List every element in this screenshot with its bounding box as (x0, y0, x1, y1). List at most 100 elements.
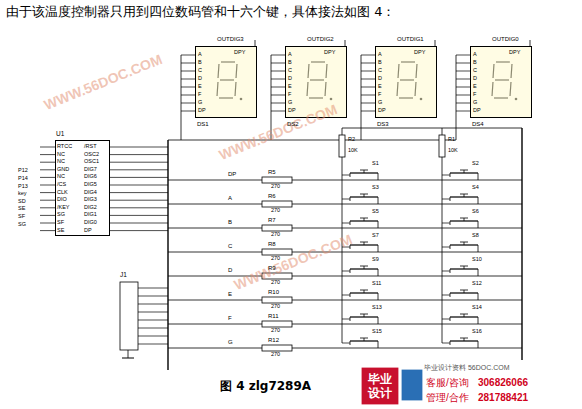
pin-name: E (378, 84, 382, 90)
wire (292, 228, 522, 229)
wire (364, 242, 365, 245)
wire (360, 170, 368, 171)
wire (271, 63, 285, 64)
wire (110, 185, 168, 186)
pin-name: NC (57, 159, 65, 165)
pin-name: A (473, 52, 477, 58)
wire (40, 192, 55, 193)
wire (110, 177, 168, 178)
wire (128, 350, 129, 358)
wire (464, 194, 465, 197)
wire (110, 154, 168, 155)
wire (361, 95, 375, 96)
wire (361, 103, 375, 104)
key-name: S12 (472, 281, 482, 287)
wire (292, 324, 522, 325)
wire (342, 199, 350, 200)
wire (456, 103, 470, 104)
resistor-value: 270 (271, 232, 280, 238)
pin-name: GND (57, 167, 69, 173)
pin-name: DP (198, 108, 206, 114)
pin-name: DIG3 (84, 197, 97, 203)
net-label: G (228, 339, 233, 345)
wire (342, 319, 350, 320)
net-label: E (228, 291, 232, 297)
part-name: DS1 (197, 121, 209, 127)
key-name: S16 (472, 329, 482, 335)
wire (110, 215, 168, 216)
part-name: R5 (268, 169, 276, 175)
signal-name: SG (18, 222, 26, 228)
resistor-symbol (339, 135, 345, 157)
wire (442, 175, 450, 176)
wire (442, 223, 450, 224)
wire (138, 328, 168, 329)
wire (450, 173, 451, 177)
wire (478, 173, 479, 180)
wire (138, 312, 168, 313)
pin-name: DIG2 (84, 205, 97, 211)
wire (450, 221, 451, 225)
pin-name: F (473, 92, 476, 98)
signal-name: SF (18, 214, 25, 220)
wire (364, 266, 365, 269)
resistor-symbol (262, 201, 292, 207)
wire (168, 180, 262, 181)
wire (464, 170, 465, 173)
wire (168, 252, 262, 253)
wire (460, 290, 468, 291)
key-name: S4 (472, 185, 479, 191)
wire (361, 63, 375, 64)
logo-text: 设计 (368, 387, 392, 399)
wire (456, 95, 470, 96)
wire (456, 79, 470, 80)
wire (181, 95, 195, 96)
part-name: DS3 (377, 121, 389, 127)
net-label: DP (228, 171, 236, 177)
part-name: R1 (448, 137, 455, 143)
wire (181, 55, 182, 140)
wire (342, 175, 350, 176)
pin-name: F (198, 92, 201, 98)
logo-text: 毕业设计资料 56DOC.COM (424, 364, 510, 371)
key-name: S14 (472, 305, 482, 311)
wire (521, 128, 522, 360)
wire (350, 197, 351, 201)
wire (40, 230, 55, 231)
pin-name: G (198, 100, 202, 106)
net-label: F (228, 315, 232, 321)
pin-name: NC (57, 152, 65, 158)
pin-name: E (288, 84, 292, 90)
pin-name: D (288, 76, 292, 82)
wire (181, 79, 195, 80)
resistor-symbol (439, 135, 445, 157)
pin-name: RTCC (57, 144, 72, 150)
wire (350, 221, 351, 225)
wire (442, 343, 450, 344)
pin-name: DIG4 (84, 190, 97, 196)
part-name: DS4 (472, 121, 484, 127)
wire (342, 157, 343, 343)
wire (40, 147, 55, 148)
wire (456, 87, 470, 88)
wire (464, 242, 465, 245)
key-name: S10 (472, 257, 482, 263)
pin-name: SG (57, 212, 65, 218)
part-name: DPY (414, 50, 425, 56)
pin-name: B (473, 60, 477, 66)
pin-name: G (473, 100, 477, 106)
pin-name: G (378, 100, 382, 106)
wire (450, 341, 451, 345)
pin-name: SF (57, 220, 64, 226)
wire (110, 192, 168, 193)
wire (364, 170, 365, 173)
key-name: S8 (472, 233, 479, 239)
pin-name: /CS (57, 182, 66, 188)
wire (360, 266, 368, 267)
wire (460, 218, 468, 219)
logo-text: 客服/咨询 (426, 378, 469, 388)
wire (478, 269, 479, 276)
wire (442, 295, 450, 296)
wire (138, 288, 168, 289)
part-name: 10K (448, 148, 458, 154)
